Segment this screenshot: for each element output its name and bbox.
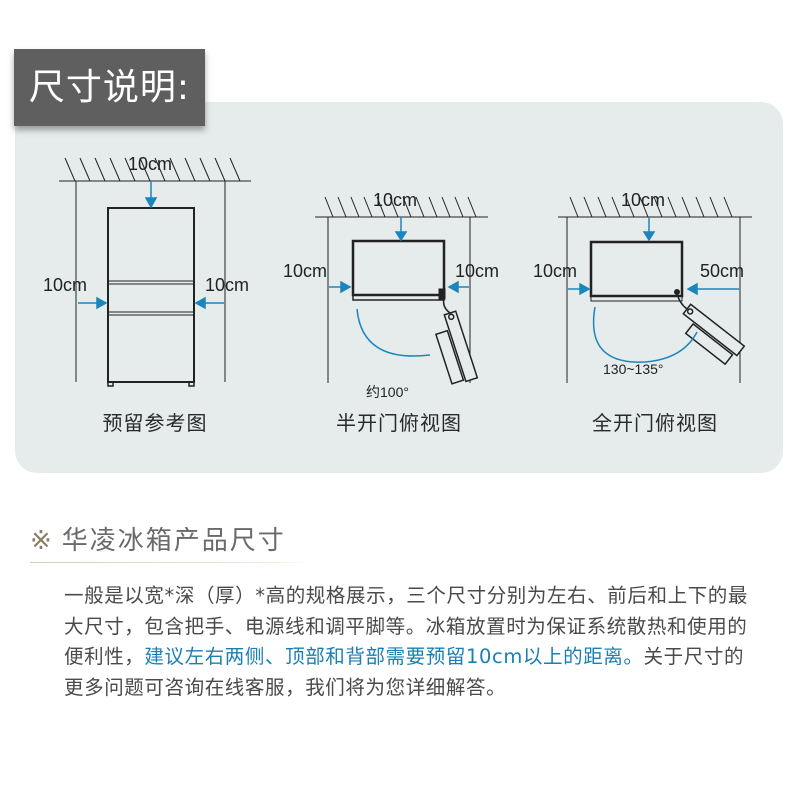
- diagram-half-open-top: 10cm 10cm 10cm 约100°: [283, 185, 500, 400]
- description-text-2: 关于尺寸的更多问题可咨询在线客服，我们将为您详细解答。: [64, 645, 745, 699]
- fridge-half-open-illustration: 10cm 10cm 10cm 约100°: [283, 190, 499, 400]
- description-text-1: 一般是以宽*深（厚）*高的规格展示，三个尺寸分别为左右、前后和上下的最大尺寸，包…: [64, 584, 749, 668]
- right-clearance-label: 10cm: [455, 261, 499, 281]
- diagram-reference-front: 10cm 10cm 10cm: [43, 150, 265, 400]
- reference-mark-icon: ※: [30, 526, 54, 556]
- fridge-front-illustration: 10cm 10cm 10cm: [43, 154, 251, 387]
- left-clearance-label: 10cm: [43, 275, 87, 295]
- clearance-recommendation: 建议左右两侧、顶部和背部需要预留10cm以上的距离。: [144, 645, 644, 668]
- left-clearance-label: 10cm: [533, 261, 577, 281]
- section-title: 华凌冰箱产品尺寸: [61, 526, 286, 556]
- description-paragraph: 一般是以宽*深（厚）*高的规格展示，三个尺寸分别为左右、前后和上下的最大尺寸，包…: [64, 581, 764, 703]
- caption-full-open: 全开门俯视图: [592, 411, 718, 435]
- angle-label: 约100°: [366, 384, 409, 400]
- left-clearance-label: 10cm: [283, 261, 327, 281]
- top-clearance-label: 10cm: [621, 190, 665, 210]
- fridge-full-open-illustration: 10cm 10cm 50cm 130~135°: [533, 190, 752, 383]
- angle-label: 130~135°: [603, 361, 664, 377]
- caption-reference: 预留参考图: [102, 411, 208, 435]
- top-clearance-label: 10cm: [373, 190, 417, 210]
- section-divider: [30, 562, 315, 563]
- caption-half-open: 半开门俯视图: [336, 411, 462, 435]
- section-heading: ※华凌冰箱产品尺寸: [30, 520, 286, 557]
- diagram-full-open-top: 10cm 10cm 50cm 130~135°: [533, 185, 770, 390]
- top-clearance-label: 10cm: [128, 154, 172, 174]
- page-title: 尺寸说明:: [14, 49, 205, 126]
- right-clearance-label: 50cm: [700, 261, 744, 281]
- right-clearance-label: 10cm: [205, 275, 249, 295]
